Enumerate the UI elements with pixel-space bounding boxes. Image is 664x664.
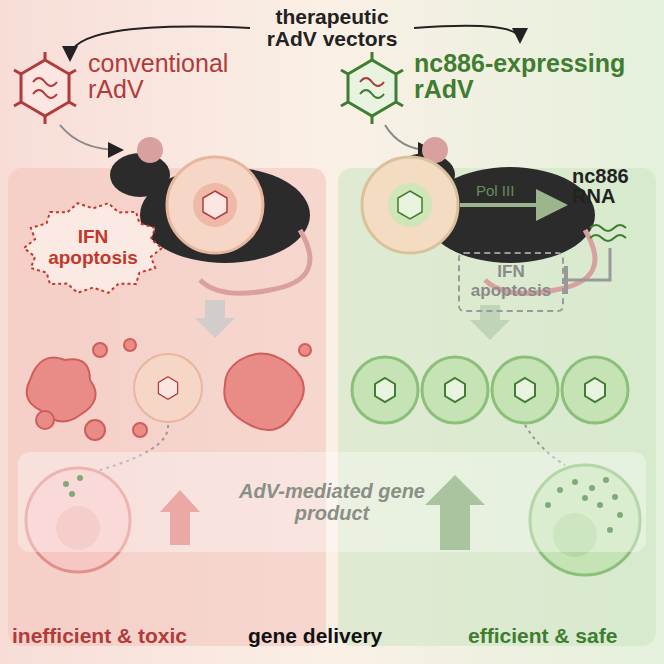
node-text: IFN apoptosis	[40, 227, 146, 269]
node-text-line: AdV-mediated gene product	[222, 480, 442, 524]
outcome-label: efficient & safe	[468, 624, 617, 648]
outcome-label: inefficient & toxic	[12, 624, 187, 648]
gene-product-band: AdV-mediated gene product	[18, 452, 646, 552]
outcome-label: gene delivery	[248, 624, 382, 648]
ifn-dashed-box: IFN apoptosis	[458, 252, 564, 312]
ifn-burst: IFN apoptosis	[22, 200, 164, 296]
node-text: IFN apoptosis	[470, 263, 552, 300]
burst-shape	[24, 203, 162, 293]
rna-label: nc886 RNA	[572, 166, 652, 206]
node-text-line: IFN apoptosis	[470, 263, 552, 300]
vector-label: nc886-expressing rAdV	[414, 50, 654, 103]
vector-label: conventional rAdV	[88, 50, 258, 103]
node-text-line: IFN apoptosis	[40, 227, 146, 269]
node-text: AdV-mediated gene product	[222, 480, 442, 524]
title: therapeutic rAdV vectors	[252, 6, 412, 50]
polymerase-label: Pol III	[476, 182, 514, 199]
